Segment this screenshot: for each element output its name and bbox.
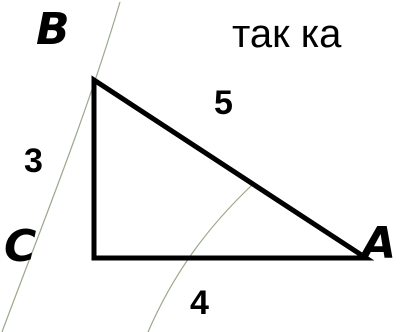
side-label-ca: 4: [190, 284, 209, 322]
decorative-line-center: [147, 184, 253, 332]
vertex-label-b: B: [36, 4, 70, 55]
caption-text: так ка: [232, 12, 342, 56]
vertex-label-a: A: [362, 218, 397, 269]
vertex-label-c: C: [4, 221, 37, 272]
triangle-bca: [91, 75, 375, 261]
side-label-ab: 5: [214, 84, 233, 122]
decorative-line-left: [1, 1, 121, 332]
side-label-bc: 3: [24, 142, 43, 180]
